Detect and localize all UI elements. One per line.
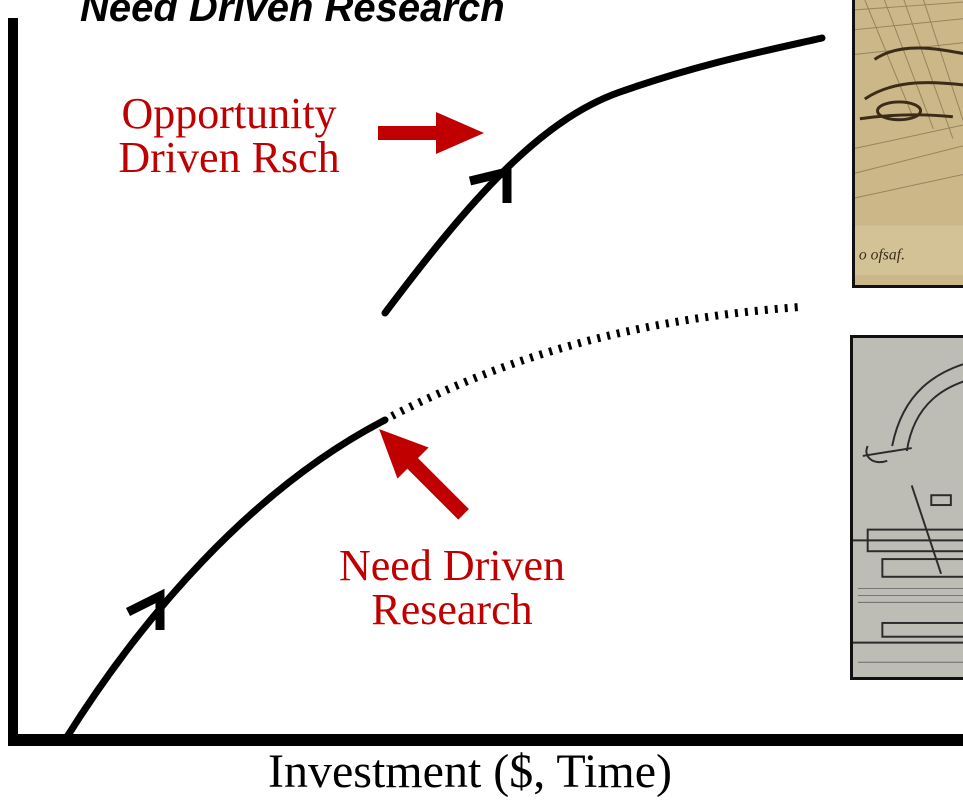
need-label-line2: Research [371,585,533,634]
opportunity-driven-label: Opportunity Driven Rsch [84,92,374,180]
need-driven-curve [61,416,389,744]
x-axis-label: Investment ($, Time) [268,745,672,798]
need-label-line1: Need Driven [338,541,565,590]
sketch-image-bottom [850,335,963,680]
need-driven-label: Need Driven Research [282,544,622,632]
slide-title: Need Driven Research [80,0,505,30]
opportunity-label-line1: Opportunity [121,89,337,138]
red-arrow-right [378,112,484,154]
sketch-top-drawing: o ofsaf. [855,0,963,285]
sketch-bottom-drawing [853,338,963,677]
sketch-image-top: o ofsaf. [852,0,963,288]
need-curve-arrowhead [125,588,165,630]
opportunity-driven-curve [381,34,826,317]
red-arrow-up-left [379,429,469,520]
opportunity-label-line2: Driven Rsch [118,133,340,182]
sketch-top-caption: o ofsaf. [859,246,905,263]
opportunity-curve-arrowhead [468,166,512,203]
need-driven-curve-dotted [390,303,801,420]
